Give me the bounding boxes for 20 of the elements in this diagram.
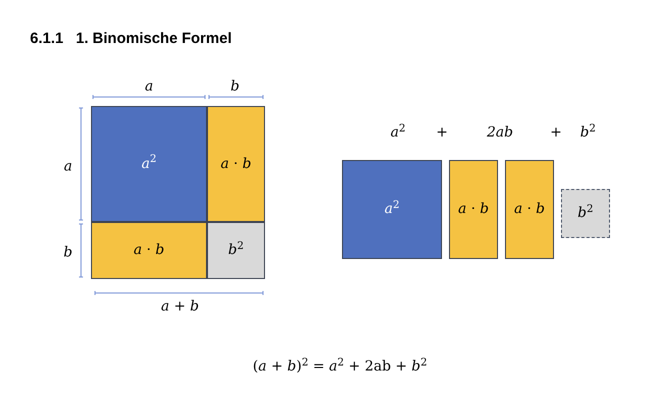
term-label: a$^{2}$ bbox=[390, 122, 406, 142]
area-box: a · b bbox=[505, 160, 554, 259]
dimension-label: a bbox=[144, 78, 154, 96]
plus-sign: + bbox=[550, 124, 562, 142]
area-box: b$^{2}$ bbox=[207, 222, 265, 279]
term-label: b$^{2}$ bbox=[580, 122, 596, 142]
formula: (a + b)$^{2}$ = a$^{2}$ + 2ab + b$^{2}$ bbox=[252, 356, 428, 376]
dimension-label: b bbox=[64, 244, 72, 262]
dimension-label: a bbox=[64, 158, 72, 176]
area-box: a$^{2}$ bbox=[342, 160, 442, 259]
area-box: b$^{2}$ bbox=[561, 189, 610, 238]
plus-sign: + bbox=[436, 124, 448, 142]
area-box: a · b bbox=[91, 222, 207, 279]
dimension-label: a + b bbox=[161, 298, 199, 316]
dimension-label: b bbox=[230, 78, 240, 96]
term-label: 2ab bbox=[486, 124, 514, 142]
section-heading: 6.1.1 1. Binomische Formel bbox=[30, 29, 232, 49]
area-box: a · b bbox=[449, 160, 498, 259]
area-box: a$^{2}$ bbox=[91, 106, 207, 222]
area-box: a · b bbox=[207, 106, 265, 222]
